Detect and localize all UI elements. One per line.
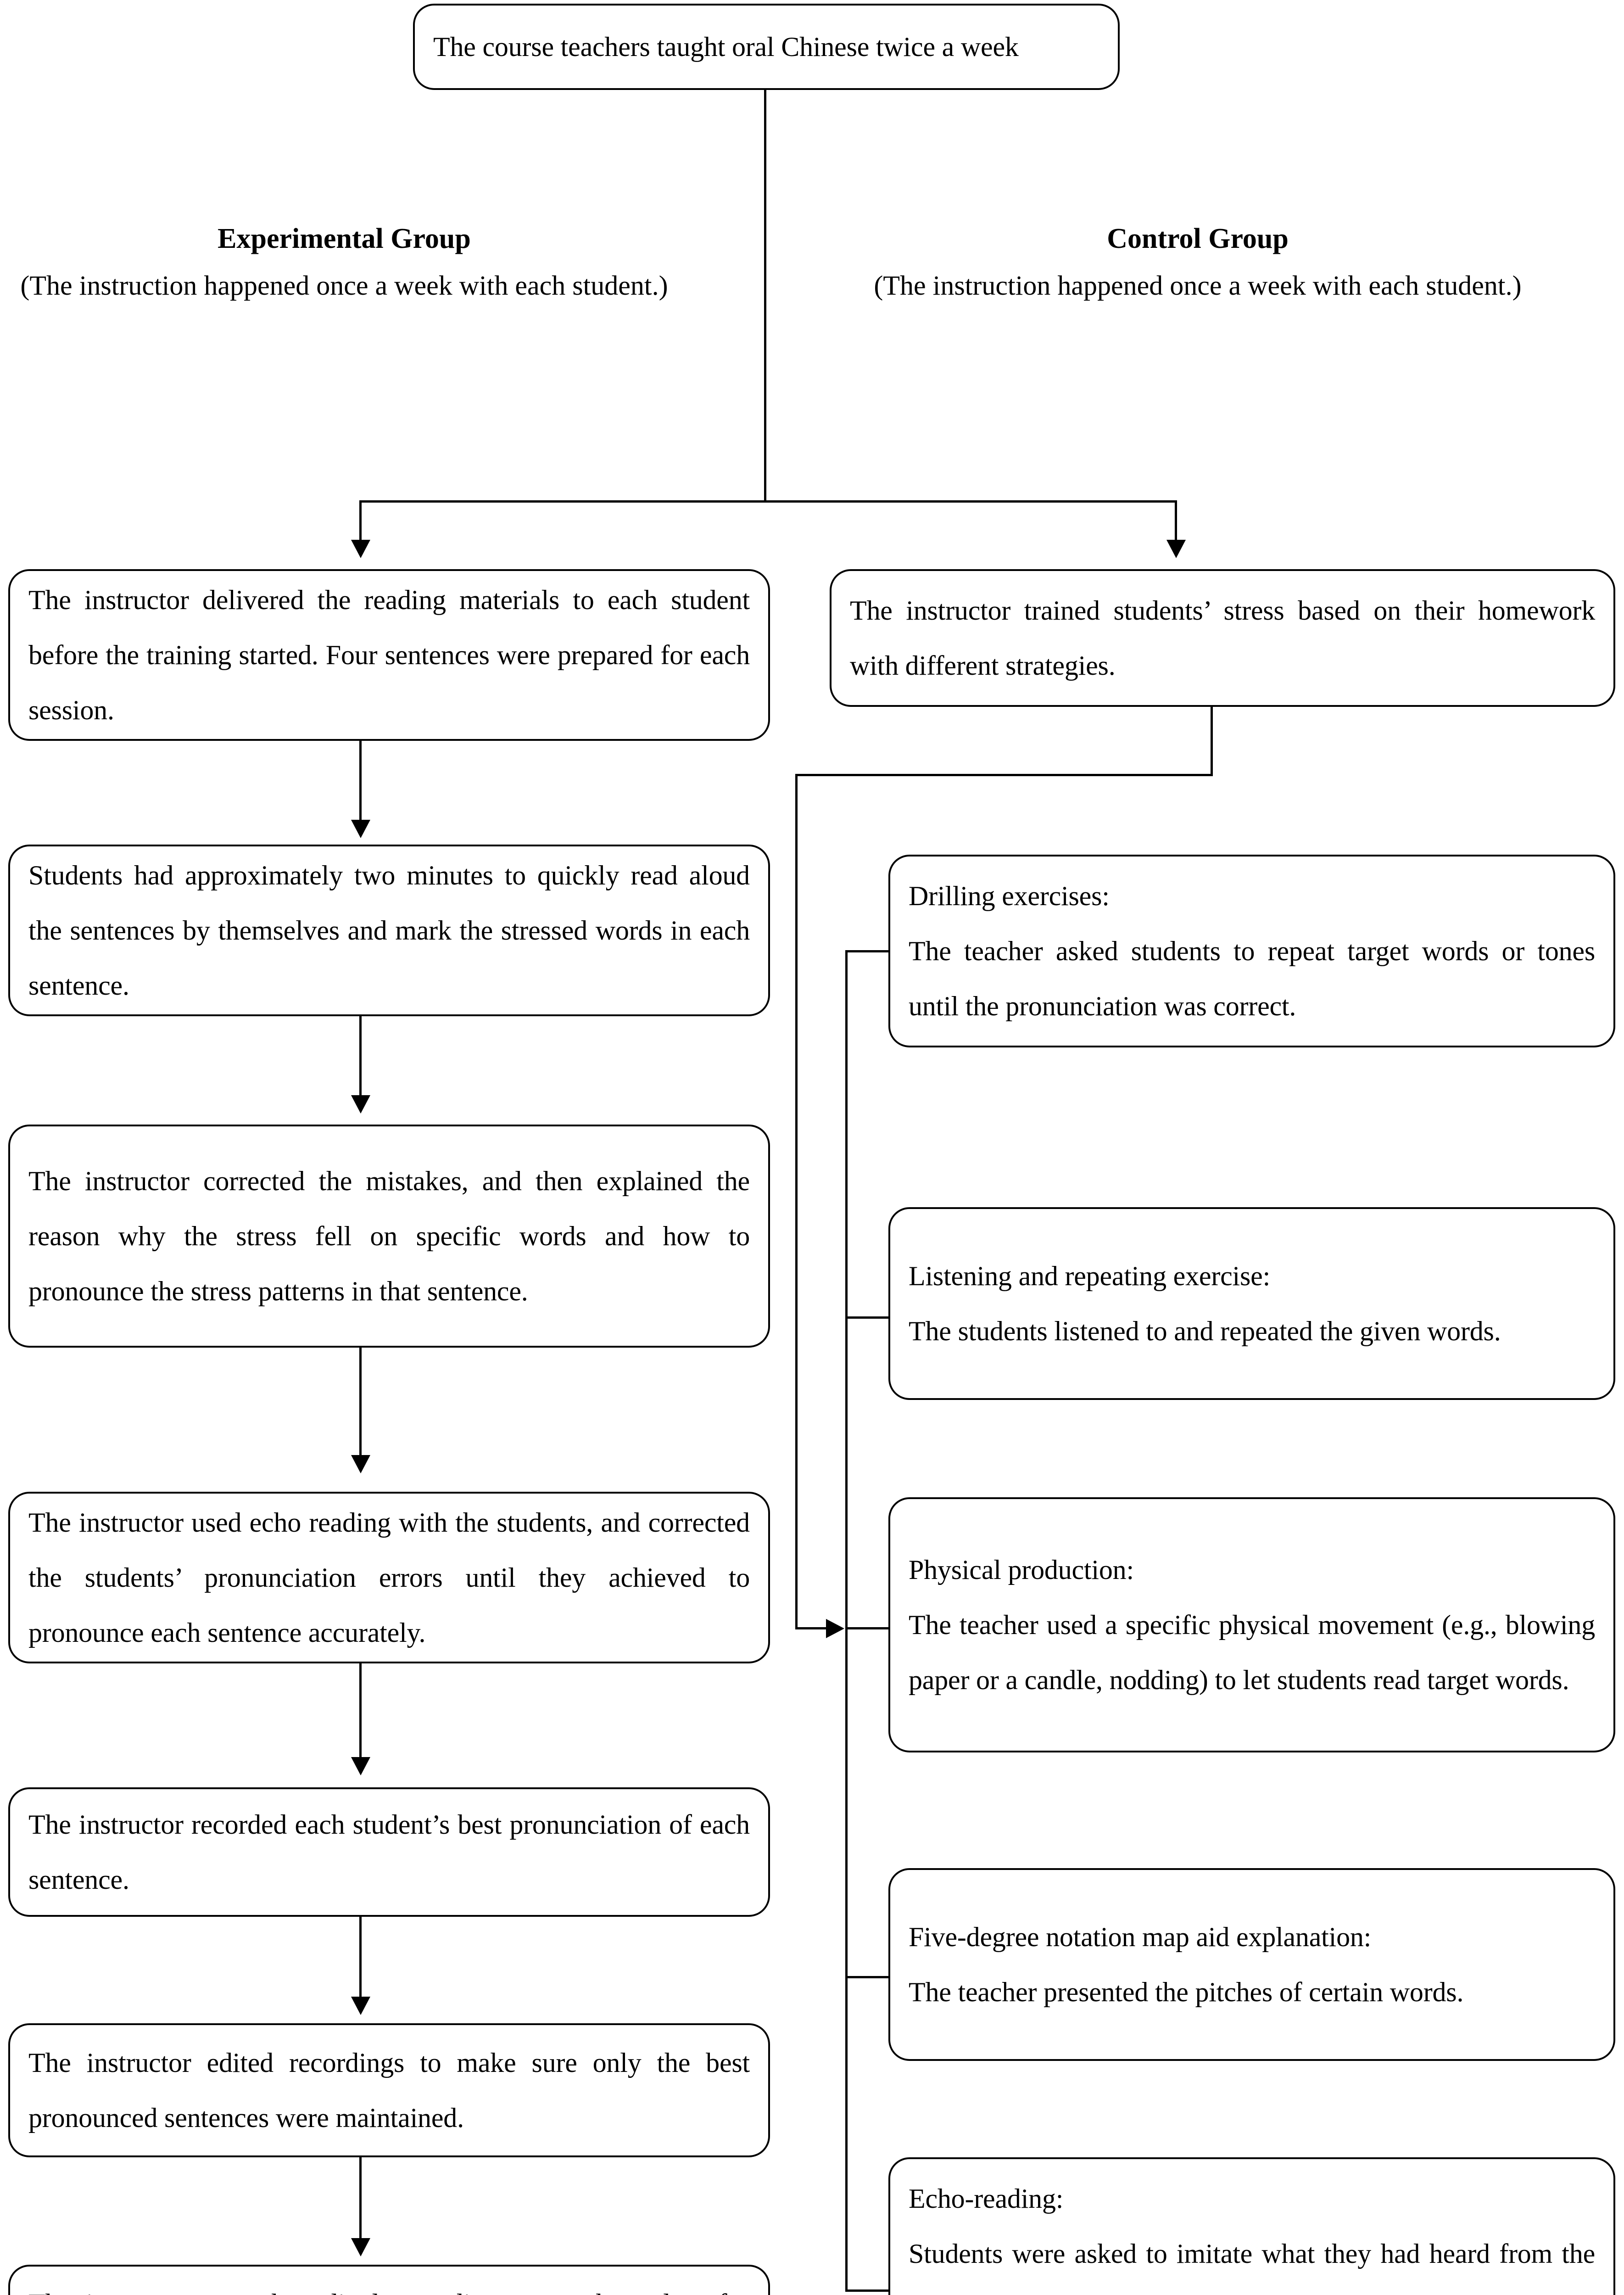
- top-trunk-line: [764, 90, 766, 502]
- experimental-step-text-2: Students had approximately two minutes t…: [28, 860, 750, 1001]
- experimental-step-text-1: The instructor delivered the reading mat…: [28, 585, 750, 725]
- control-trunk-down-line: [1211, 707, 1213, 776]
- strategy-stub-4: [845, 1976, 891, 1978]
- control-trunk-left-line: [795, 774, 1213, 776]
- experimental-connector-1: [359, 741, 362, 823]
- experimental-step-box-5: The instructor recorded each student’s b…: [8, 1787, 770, 1917]
- control-trunk-vertical-line: [795, 774, 798, 1629]
- control-group-title: Control Group: [1107, 223, 1289, 254]
- experimental-step-box-2: Students had approximately two minutes t…: [8, 845, 770, 1016]
- strategy-bracket-spine: [845, 950, 848, 2289]
- experimental-group-header: Experimental Group (The instruction happ…: [18, 220, 670, 314]
- experimental-step-box-7: The instructor sent the edited recording…: [8, 2265, 770, 2295]
- control-strategy-box-1: Drilling exercises: The teacher asked st…: [888, 855, 1615, 1047]
- control-strategy-label-3: Physical production:: [909, 1555, 1134, 1585]
- control-trunk-arrow-icon: [826, 1619, 844, 1638]
- experimental-step-box-1: The instructor delivered the reading mat…: [8, 569, 770, 741]
- control-strategy-description-1: The teacher asked students to repeat tar…: [909, 936, 1595, 1021]
- control-strategy-description-4: The teacher presented the pitches of cer…: [909, 1977, 1464, 2007]
- split-horizontal-line: [359, 500, 1177, 503]
- right-branch-line: [1175, 500, 1177, 543]
- control-group-subtitle: (The instruction happened once a week wi…: [874, 270, 1522, 301]
- experimental-step-text-5: The instructor recorded each student’s b…: [28, 1809, 750, 1895]
- control-strategy-label-1: Drilling exercises:: [909, 881, 1110, 911]
- experimental-group-title: Experimental Group: [218, 223, 471, 254]
- experimental-step-text-3: The instructor corrected the mistakes, a…: [28, 1166, 750, 1306]
- left-branch-line: [359, 500, 362, 543]
- top-process-box: The course teachers taught oral Chinese …: [413, 4, 1120, 90]
- control-strategy-description-3: The teacher used a specific physical mov…: [909, 1610, 1595, 1695]
- control-strategy-box-4: Five-degree notation map aid explanation…: [888, 1868, 1615, 2061]
- strategy-stub-5: [845, 2289, 891, 2292]
- control-strategy-box-3: Physical production: The teacher used a …: [888, 1497, 1615, 1752]
- control-strategy-label-2: Listening and repeating exercise:: [909, 1261, 1271, 1291]
- strategy-stub-3: [845, 1627, 891, 1629]
- left-branch-arrow-icon: [351, 540, 370, 558]
- experimental-group-subtitle: (The instruction happened once a week wi…: [20, 270, 668, 301]
- experimental-connector-2: [359, 1016, 362, 1098]
- experimental-arrow-icon-6: [351, 2238, 370, 2256]
- experimental-step-box-6: The instructor edited recordings to make…: [8, 2023, 770, 2157]
- experimental-connector-3: [359, 1348, 362, 1458]
- control-strategy-description-5: Students were asked to imitate what they…: [909, 2239, 1595, 2295]
- right-branch-arrow-icon: [1166, 540, 1186, 558]
- experimental-arrow-icon-1: [351, 820, 370, 838]
- control-strategy-box-2: Listening and repeating exercise: The st…: [888, 1207, 1615, 1400]
- control-strategy-label-5: Echo-reading:: [909, 2183, 1064, 2214]
- experimental-connector-4: [359, 1663, 362, 1760]
- experimental-connector-5: [359, 1917, 362, 1999]
- experimental-arrow-icon-2: [351, 1095, 370, 1114]
- control-trunk-into-spine-line: [795, 1627, 828, 1629]
- control-group-header: Control Group (The instruction happened …: [872, 220, 1524, 314]
- experimental-step-text-4: The instructor used echo reading with th…: [28, 1507, 750, 1648]
- control-step-text: The instructor trained students’ stress …: [850, 595, 1595, 681]
- control-step-box: The instructor trained students’ stress …: [830, 569, 1615, 707]
- experimental-step-text-7: The instructor sent the edited recording…: [28, 2276, 750, 2295]
- experimental-arrow-icon-4: [351, 1757, 370, 1775]
- experimental-connector-6: [359, 2157, 362, 2241]
- control-strategy-label-4: Five-degree notation map aid explanation…: [909, 1922, 1372, 1952]
- experimental-arrow-icon-3: [351, 1455, 370, 1473]
- strategy-stub-1: [845, 950, 891, 952]
- experimental-step-text-6: The instructor edited recordings to make…: [28, 2048, 750, 2133]
- strategy-stub-2: [845, 1316, 891, 1319]
- experimental-step-box-3: The instructor corrected the mistakes, a…: [8, 1125, 770, 1348]
- experimental-arrow-icon-5: [351, 1997, 370, 2015]
- control-strategy-description-2: The students listened to and repeated th…: [909, 1316, 1501, 1346]
- top-process-text: The course teachers taught oral Chinese …: [433, 32, 1019, 62]
- control-strategy-box-5: Echo-reading: Students were asked to imi…: [888, 2157, 1615, 2295]
- experimental-step-box-4: The instructor used echo reading with th…: [8, 1492, 770, 1663]
